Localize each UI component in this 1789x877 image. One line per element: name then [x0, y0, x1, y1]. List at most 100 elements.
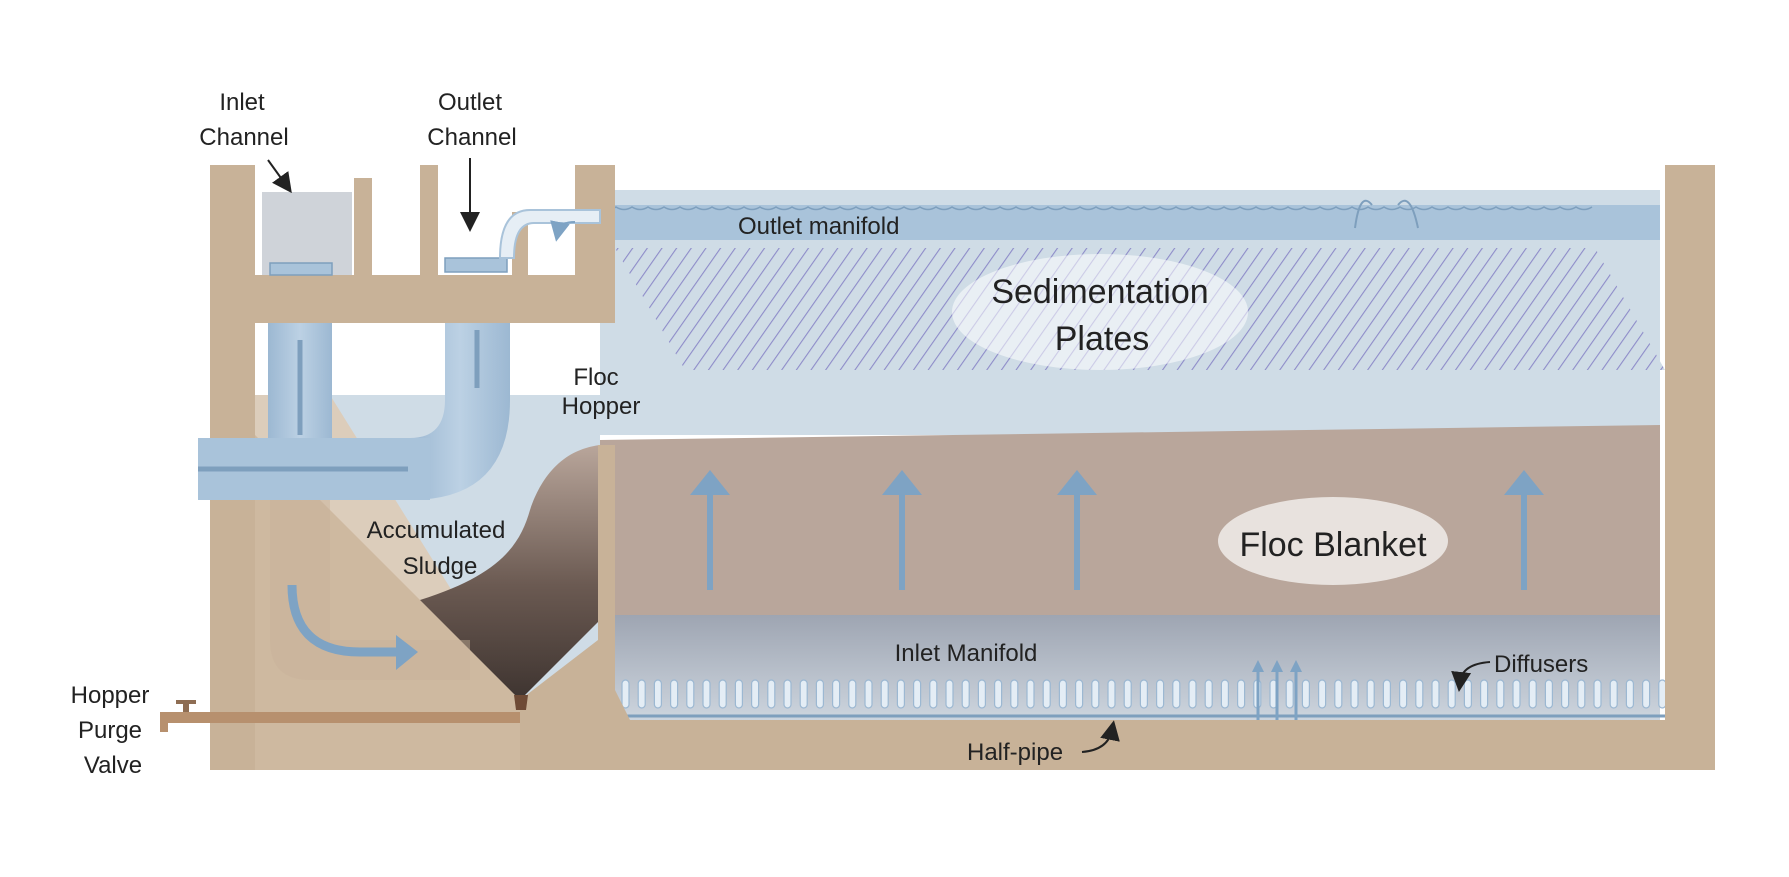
diffuser-slot	[621, 679, 630, 709]
outer-right-wall	[1665, 165, 1715, 770]
diffuser-slot	[1463, 679, 1473, 709]
diffuser-slot	[1317, 679, 1327, 709]
accumulated-sludge-label-line2: Sludge	[403, 553, 478, 580]
floc-hopper-label-line1: Floc	[573, 364, 618, 391]
diffuser-slot	[1042, 679, 1051, 709]
diffuser-slot	[1398, 679, 1408, 709]
diffuser-slot	[961, 679, 970, 709]
diffuser-slot	[1123, 679, 1132, 709]
diffuser-slot	[1528, 679, 1537, 709]
hopper-purge-valve-label-line2: Purge	[78, 717, 142, 744]
diffuser-slot	[1107, 679, 1116, 709]
diffuser-slot	[1091, 679, 1100, 709]
outlet-channel-left-wall	[420, 165, 438, 278]
upflow-arrowhead-1	[690, 470, 730, 495]
inlet-channel-label-line1: Inlet	[219, 89, 265, 116]
upflow-arrows	[690, 470, 1544, 590]
inlet-channel-right-wall	[354, 178, 372, 278]
diffuser-slot	[929, 679, 938, 709]
diffuser-slot	[1593, 679, 1602, 709]
diffuser-slot	[1479, 679, 1489, 709]
hopper-drain-outlet	[514, 695, 528, 710]
hopper-purge-valve-label-line3: Valve	[84, 752, 142, 779]
inlet-channel-pointer	[267, 159, 292, 194]
sedimentation-plates-label-line2: Plates	[1055, 320, 1150, 358]
diffuser-slot	[1641, 679, 1651, 709]
diffuser-slot	[1058, 679, 1068, 709]
diffuser-slot	[750, 679, 760, 709]
channel-floor	[210, 275, 615, 323]
center-divider-wall	[520, 445, 615, 770]
outlet-drip-arrow	[550, 220, 576, 242]
outlet-swirl-left	[1354, 199, 1373, 229]
outlet-manifold-pipe	[600, 205, 1660, 240]
floc-hopper-wall	[575, 165, 615, 323]
diffuser-slot	[1074, 679, 1084, 709]
inlet-manifold-label: Inlet Manifold	[895, 640, 1038, 667]
concrete-structure	[210, 165, 1715, 770]
upflow-arrowhead-4	[1504, 470, 1544, 495]
hopper-purge-valve-label-line1: Hopper	[71, 682, 150, 709]
purge-valve-spout	[160, 712, 180, 732]
purge-pipe	[175, 712, 520, 723]
diffuser-slot	[1204, 679, 1213, 709]
diffuser-slot	[783, 679, 792, 709]
diffuser-slot	[686, 679, 695, 709]
diffuser-slot	[799, 679, 808, 709]
upflow-arrowhead-2	[882, 470, 922, 495]
diffuser-slot	[1010, 679, 1019, 709]
diffusers-row	[621, 679, 1667, 709]
inlet-channel-water	[262, 192, 352, 275]
diffuser-slot	[1236, 679, 1246, 709]
diffuser-slot	[1155, 679, 1165, 709]
inlet-channel-opening	[269, 262, 333, 276]
diffuser-slot	[1334, 679, 1343, 709]
diffuser-slot	[912, 679, 922, 709]
diffuser-slot	[977, 679, 987, 709]
diffuser-slot	[669, 679, 679, 709]
floc-blanket-label-bg	[1218, 497, 1448, 585]
diffuser-slot	[1172, 679, 1181, 709]
inlet-channel-label-line2: Channel	[199, 124, 288, 151]
outlet-swirl-right	[1397, 199, 1419, 229]
diffuser-slot	[718, 679, 727, 709]
diffuser-slot	[815, 679, 825, 709]
purge-valve-handle-top	[176, 700, 196, 704]
diffuser-slot	[702, 679, 711, 709]
diffuser-jet-head-1	[1252, 660, 1264, 672]
diffuser-slot	[1285, 679, 1294, 709]
outlet-manifold-ripples	[599, 206, 1593, 211]
diffuser-slot	[1139, 679, 1149, 709]
diffuser-slot	[1560, 679, 1570, 709]
accumulated-sludge-label-line1: Accumulated	[367, 517, 506, 544]
half-pipe-label: Half-pipe	[967, 739, 1063, 766]
outlet-drop-pipe	[410, 323, 510, 500]
diffusers-label: Diffusers	[1494, 651, 1588, 678]
diffuser-slot	[1512, 679, 1521, 709]
diffuser-slot	[1301, 679, 1311, 709]
diffuser-slot	[637, 679, 646, 709]
floc-hopper-label-line2: Hopper	[562, 393, 641, 420]
diffuser-slot	[1577, 679, 1586, 709]
diffuser-slot	[1658, 679, 1667, 709]
tank-bottom-left-slope	[520, 690, 630, 770]
floc-blanket-zone	[600, 425, 1660, 615]
outlet-channel-label-line1: Outlet	[438, 89, 502, 116]
diffuser-slot	[1350, 679, 1359, 709]
floc-blanket-label: Floc Blanket	[1239, 526, 1427, 564]
diffuser-slot	[1625, 679, 1635, 709]
diffuser-jet-head-2	[1271, 660, 1283, 672]
accumulated-sludge	[420, 445, 600, 700]
diffuser-slot	[1415, 679, 1424, 709]
diffuser-slot	[1366, 679, 1375, 709]
outlet-channel-opening	[444, 257, 508, 273]
diffuser-slot	[767, 679, 776, 709]
outlet-manifold-label: Outlet manifold	[738, 213, 899, 240]
diffuser-jet-head-3	[1290, 660, 1302, 672]
diffusers-pointer	[1451, 661, 1491, 692]
half-pipe-pointer	[1081, 720, 1120, 753]
diffuser-slot	[1431, 679, 1440, 709]
diffuser-slot	[1544, 679, 1554, 709]
purge-valve-handle	[183, 703, 189, 712]
